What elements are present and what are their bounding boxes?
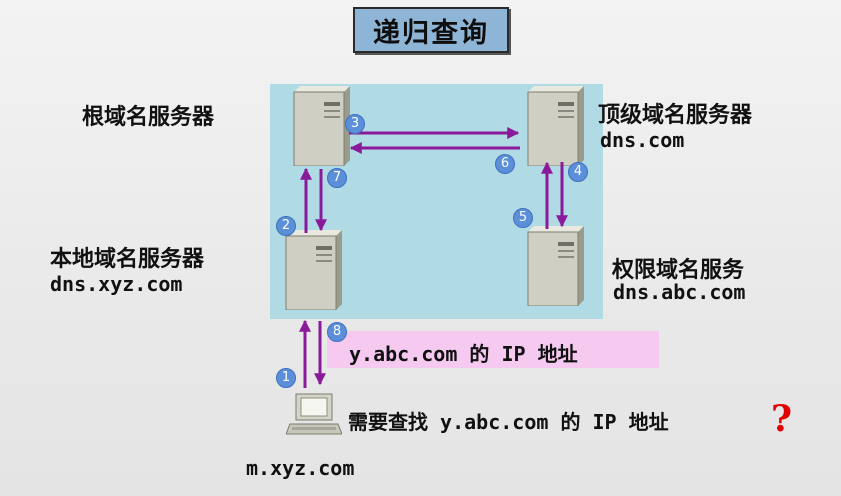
- tld-server-icon: [527, 86, 584, 166]
- step-badge-8: 8: [327, 322, 347, 342]
- local-server-icon: [285, 230, 342, 310]
- local-server-label: 本地域名服务器: [50, 247, 205, 272]
- answer-highlight: [327, 331, 659, 368]
- auth-server-icon: [527, 226, 584, 306]
- tld-server-label: 顶级域名服务器: [598, 103, 753, 128]
- root-server-label: 根域名服务器: [82, 105, 215, 130]
- step-badge-3: 3: [345, 114, 365, 134]
- page-title: 递归查询: [353, 7, 509, 53]
- local-server-host: dns.xyz.com: [50, 272, 183, 296]
- query-label: 需要查找 y.abc.com 的 IP 地址: [348, 410, 669, 434]
- step-badge-6: 6: [495, 154, 515, 174]
- step-badge-4: 4: [568, 162, 588, 182]
- client-host: m.xyz.com: [246, 456, 355, 480]
- step-badge-5: 5: [513, 208, 533, 228]
- auth-server-label: 权限域名服务: [612, 258, 745, 283]
- step-badge-2: 2: [276, 216, 296, 236]
- step-badge-7: 7: [327, 168, 347, 188]
- root-server-icon: [293, 86, 350, 166]
- answer-label: y.abc.com 的 IP 地址: [349, 342, 578, 366]
- auth-server-host: dns.abc.com: [613, 280, 746, 304]
- question-mark-icon: ?: [771, 398, 793, 440]
- tld-server-host: dns.com: [600, 128, 685, 152]
- client-computer-icon: [286, 393, 342, 435]
- step-badge-1: 1: [276, 368, 296, 388]
